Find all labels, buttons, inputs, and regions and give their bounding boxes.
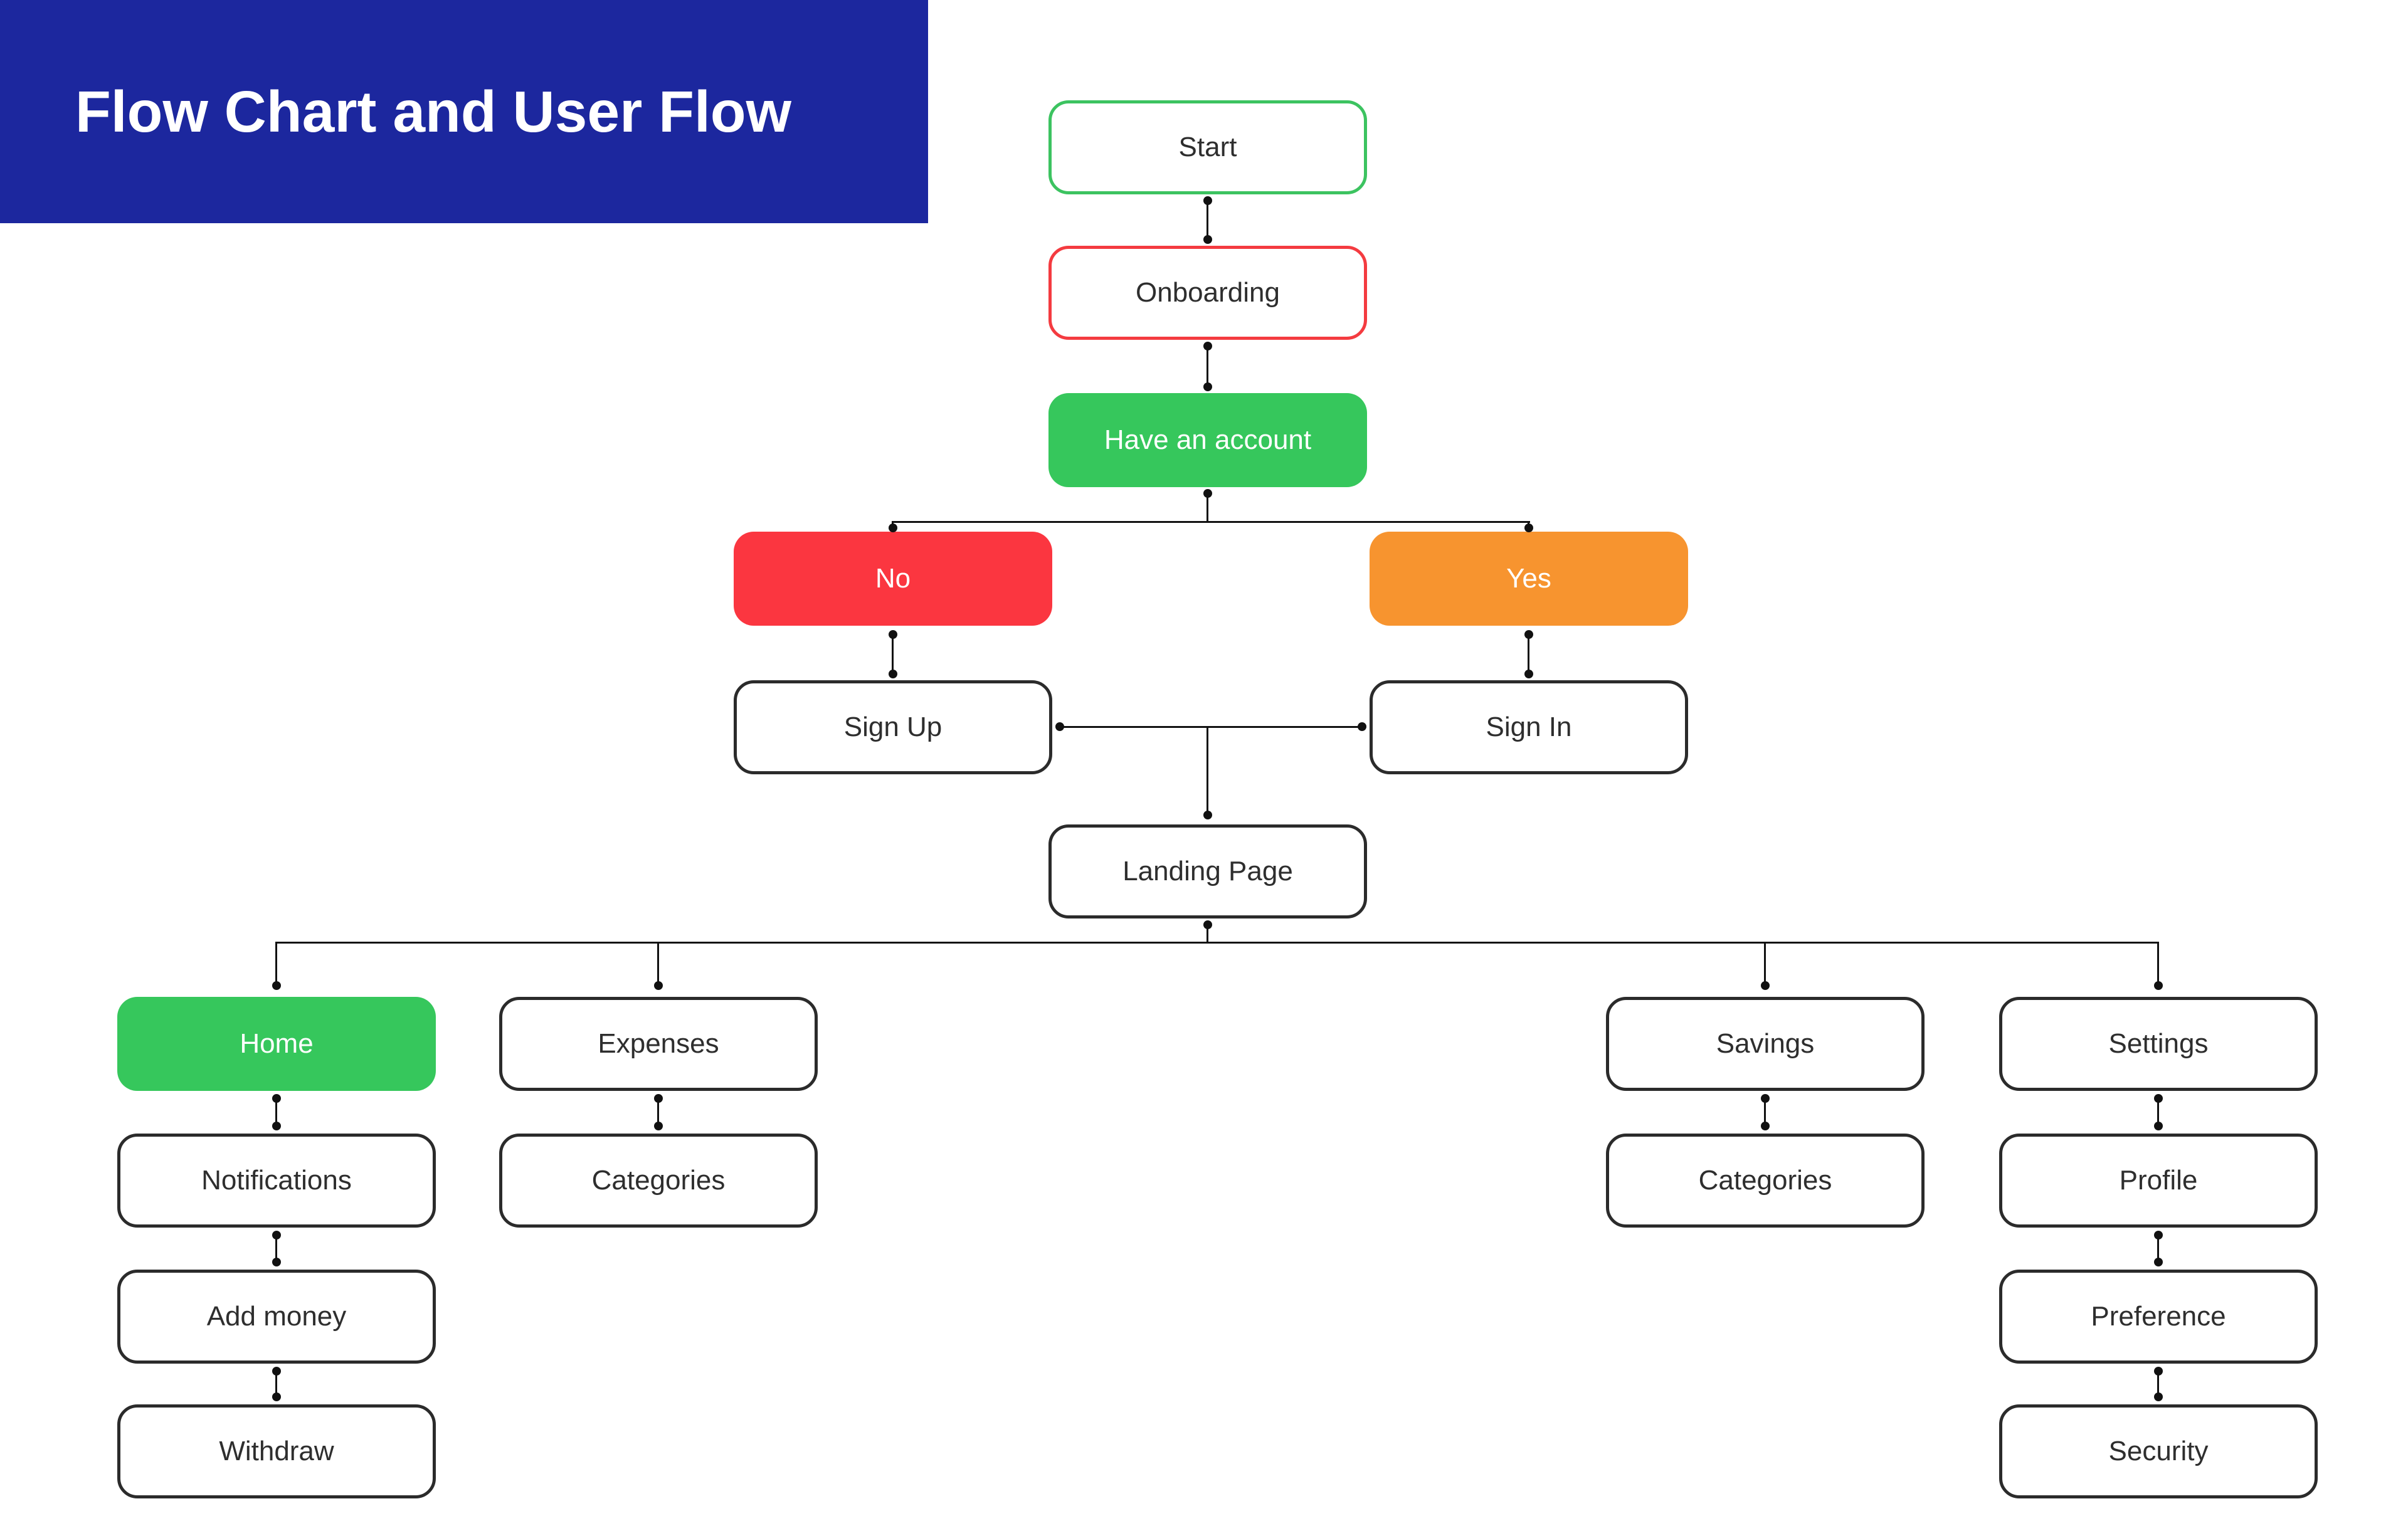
connector-dot [889, 524, 897, 532]
node-onboarding-label: Onboarding [1136, 277, 1280, 308]
connector-dot [654, 981, 663, 990]
node-landing-page-label: Landing Page [1122, 856, 1293, 887]
connector-dot [2154, 1258, 2163, 1266]
connector-dot [1524, 670, 1533, 678]
node-profile: Profile [1999, 1134, 2318, 1228]
node-add-money-label: Add money [206, 1301, 347, 1332]
connector-dot [1761, 1094, 1770, 1103]
connector-line [275, 942, 277, 986]
page-title: Flow Chart and User Flow [75, 78, 791, 144]
connector-dot [272, 981, 281, 990]
connector-line [275, 1235, 277, 1262]
node-have-an-account-label: Have an account [1104, 424, 1312, 455]
node-sign-in: Sign In [1370, 680, 1688, 774]
node-notifications: Notifications [117, 1134, 436, 1228]
connector-line [2157, 1098, 2159, 1126]
connector-line [1207, 493, 1208, 522]
node-expenses: Expenses [499, 997, 818, 1091]
node-categories-savings-label: Categories [1698, 1165, 1832, 1196]
node-settings: Settings [1999, 997, 2318, 1091]
connector-line [893, 521, 1530, 523]
node-no: No [734, 532, 1052, 626]
node-categories-savings: Categories [1606, 1134, 1925, 1228]
connector-dot [1203, 382, 1212, 391]
node-savings: Savings [1606, 997, 1925, 1091]
connector-line [892, 634, 894, 674]
connector-dot [2154, 1231, 2163, 1239]
node-start-label: Start [1178, 132, 1237, 162]
connector-dot [1524, 630, 1533, 639]
node-expenses-label: Expenses [598, 1028, 719, 1059]
node-home: Home [117, 997, 436, 1091]
connector-dot [2154, 1367, 2163, 1376]
connector-dot [1761, 981, 1770, 990]
connector-dot [2154, 981, 2163, 990]
connector-line [277, 942, 2158, 944]
connector-dot [272, 1094, 281, 1103]
header-banner: Flow Chart and User Flow [0, 0, 928, 223]
connector-dot [654, 1122, 663, 1130]
node-home-label: Home [240, 1028, 314, 1059]
connector-dot [2154, 1094, 2163, 1103]
connector-dot [272, 1122, 281, 1130]
node-withdraw-label: Withdraw [219, 1436, 334, 1466]
node-settings-label: Settings [2108, 1028, 2209, 1059]
node-landing-page: Landing Page [1048, 824, 1367, 918]
node-security: Security [1999, 1404, 2318, 1498]
connector-dot [272, 1231, 281, 1239]
connector-line [1528, 634, 1529, 674]
connector-dot [2154, 1122, 2163, 1130]
connector-line [275, 1371, 277, 1397]
connector-dot [272, 1392, 281, 1401]
connector-dot [1203, 235, 1212, 244]
node-preference: Preference [1999, 1270, 2318, 1364]
node-profile-label: Profile [2119, 1165, 2198, 1196]
node-start: Start [1048, 100, 1367, 194]
connector-dot [1203, 342, 1212, 350]
node-yes-label: Yes [1506, 563, 1551, 594]
connector-line [1207, 925, 1208, 944]
connector-line [1764, 1098, 1766, 1126]
connector-dot [1524, 524, 1533, 532]
node-yes: Yes [1370, 532, 1688, 626]
node-categories-expenses: Categories [499, 1134, 818, 1228]
connector-dot [1761, 1122, 1770, 1130]
connector-line [657, 942, 659, 986]
connector-line [1060, 726, 1362, 728]
connector-dot [2154, 1392, 2163, 1401]
connector-line [2157, 1235, 2159, 1262]
node-categories-expenses-label: Categories [591, 1165, 726, 1196]
node-notifications-label: Notifications [201, 1165, 352, 1196]
node-savings-label: Savings [1716, 1028, 1815, 1059]
node-add-money: Add money [117, 1270, 436, 1364]
node-sign-up: Sign Up [734, 680, 1052, 774]
node-no-label: No [875, 563, 911, 594]
connector-dot [1055, 722, 1064, 731]
connector-dot [889, 670, 897, 678]
node-security-label: Security [2108, 1436, 2209, 1466]
connector-line [657, 1098, 659, 1126]
node-sign-in-label: Sign In [1486, 712, 1572, 742]
connector-dot [272, 1258, 281, 1266]
node-onboarding: Onboarding [1048, 246, 1367, 340]
connector-line [1764, 942, 1766, 986]
connector-line [275, 1098, 277, 1126]
node-preference-label: Preference [2091, 1301, 2226, 1332]
connector-line [2157, 942, 2159, 986]
connector-line [1207, 346, 1208, 387]
connector-dot [1358, 722, 1366, 731]
node-sign-up-label: Sign Up [843, 712, 943, 742]
node-withdraw: Withdraw [117, 1404, 436, 1498]
connector-dot [654, 1094, 663, 1103]
connector-line [1207, 201, 1208, 239]
connector-line [1207, 727, 1208, 815]
connector-line [2157, 1371, 2159, 1397]
connector-dot [1203, 811, 1212, 819]
connector-dot [272, 1367, 281, 1376]
node-have-an-account: Have an account [1048, 393, 1367, 487]
connector-dot [1203, 196, 1212, 205]
connector-dot [889, 630, 897, 639]
